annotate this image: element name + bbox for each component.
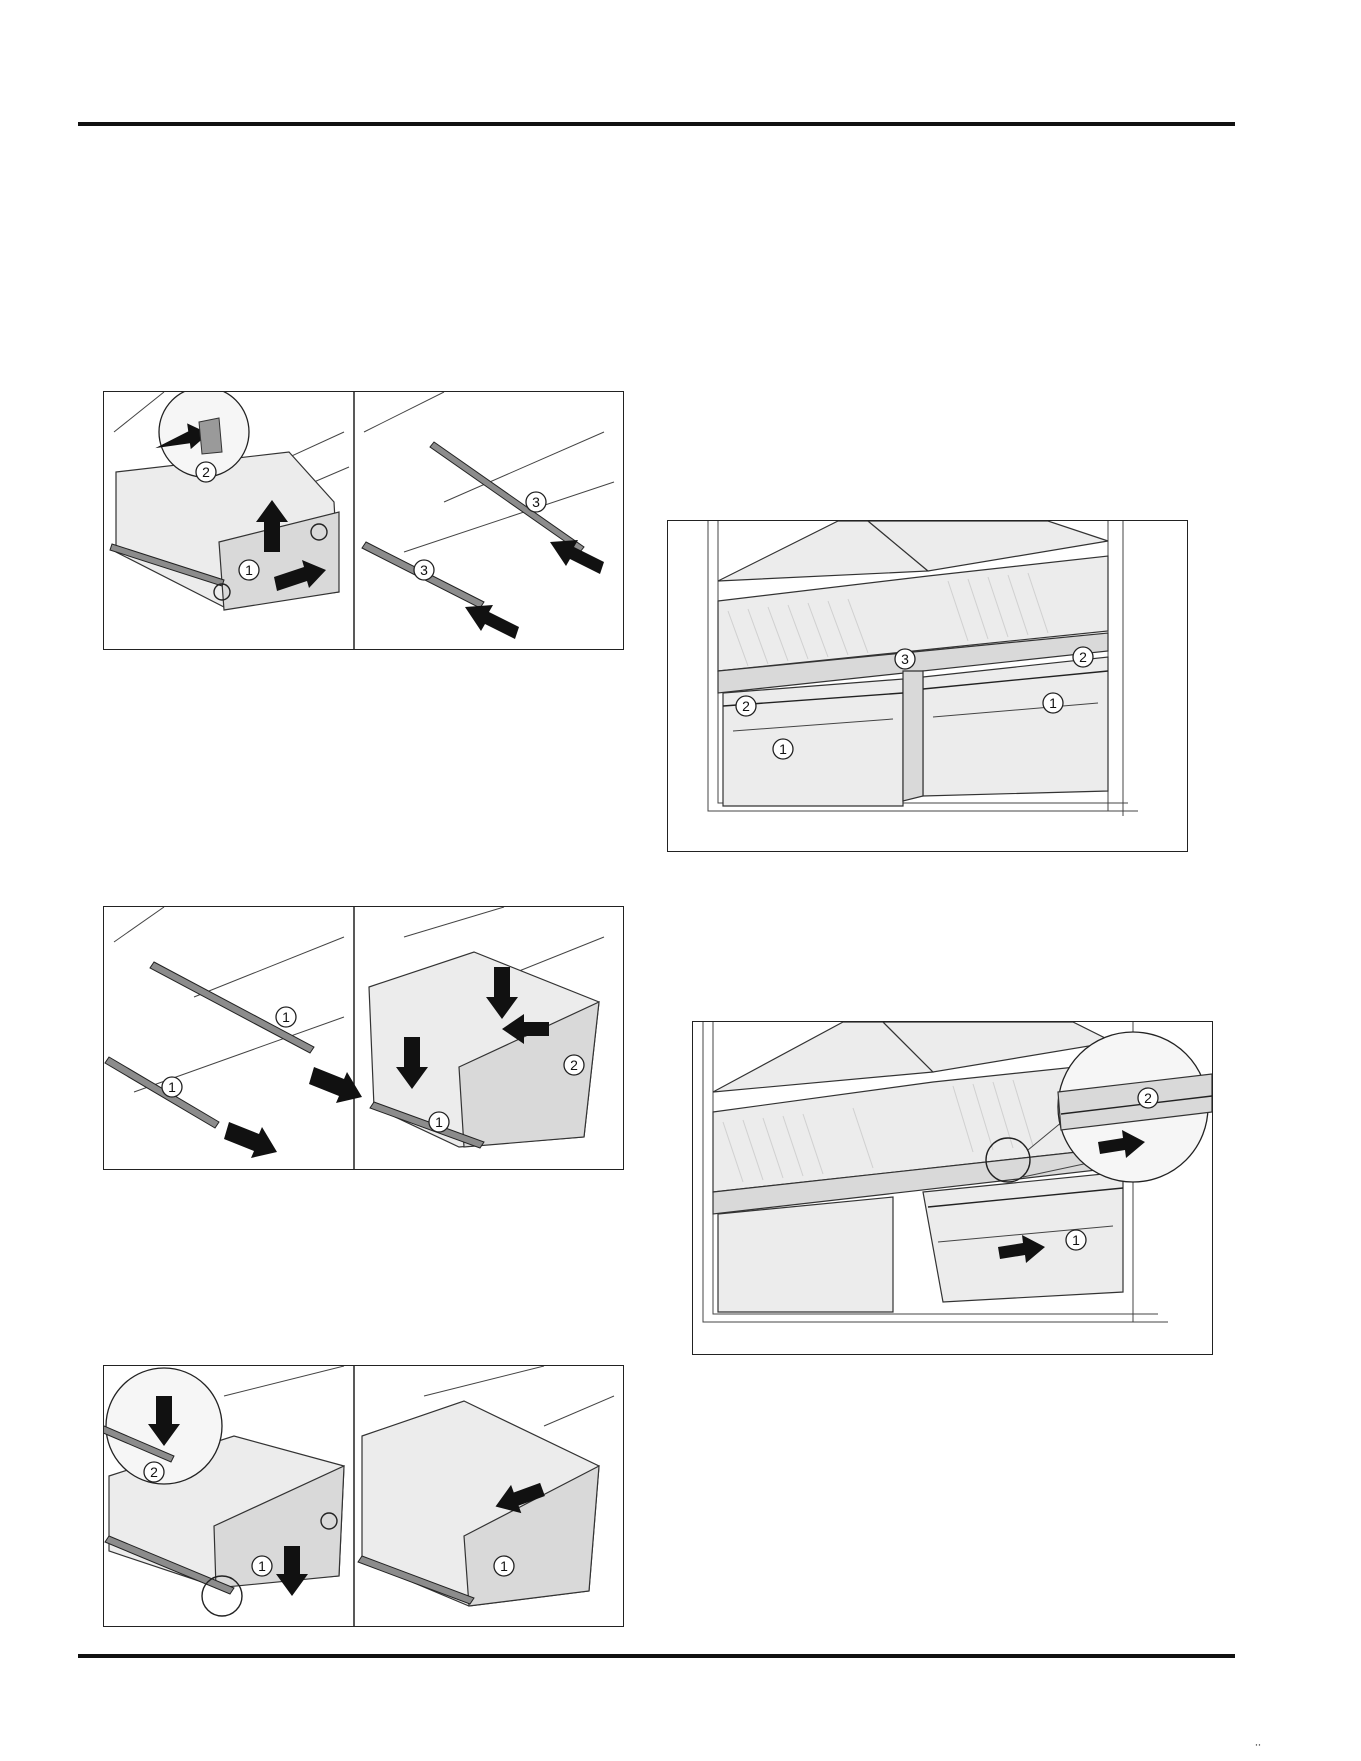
callout-2: 2: [144, 1462, 164, 1482]
crisper-overview-figure: 3 2 2 1 1: [667, 520, 1188, 852]
svg-text:1: 1: [1072, 1232, 1080, 1248]
crisper-overview-illustration: 3 2 2 1 1: [668, 521, 1187, 851]
callout-3a: 3: [526, 492, 546, 512]
drawer-install-illustration: 1 1 2 1: [104, 907, 623, 1169]
callout-1b: 1: [162, 1077, 182, 1097]
drawer-lock-figure: 2 1 1: [103, 1365, 624, 1627]
callout-3b: 3: [414, 560, 434, 580]
header-rule: [78, 122, 1235, 126]
callout-1b: 1: [494, 1556, 514, 1576]
svg-text:1: 1: [258, 1558, 266, 1574]
svg-text:1: 1: [1049, 695, 1057, 711]
drawer-removal-figure: 1 2 3 3: [103, 391, 624, 650]
crisper-cover-figure: 2 1: [692, 1021, 1213, 1355]
callout-1c: 1: [429, 1112, 449, 1132]
drawer-lock-illustration: 2 1 1: [104, 1366, 623, 1626]
svg-text:1: 1: [435, 1114, 443, 1130]
page-footer-mark: ⸱⸱: [1255, 1738, 1261, 1753]
footer-rule: [78, 1654, 1235, 1658]
callout-1a: 1: [276, 1007, 296, 1027]
callout-3: 3: [895, 649, 915, 669]
svg-text:1: 1: [168, 1079, 176, 1095]
svg-text:3: 3: [532, 494, 540, 510]
drawer-removal-illustration: 1 2 3 3: [104, 392, 623, 649]
svg-text:2: 2: [1144, 1090, 1152, 1106]
svg-text:2: 2: [150, 1464, 158, 1480]
svg-text:2: 2: [1079, 649, 1087, 665]
callout-2-right: 2: [1073, 647, 1093, 667]
svg-text:3: 3: [420, 562, 428, 578]
callout-1: 1: [239, 560, 259, 580]
svg-text:2: 2: [570, 1057, 578, 1073]
callout-2: 2: [196, 462, 216, 482]
svg-text:2: 2: [202, 464, 210, 480]
callout-2: 2: [1138, 1088, 1158, 1108]
callout-1-right: 1: [1043, 693, 1063, 713]
crisper-cover-illustration: 2 1: [693, 1022, 1212, 1354]
svg-text:2: 2: [742, 698, 750, 714]
svg-text:1: 1: [282, 1009, 290, 1025]
callout-1a: 1: [252, 1556, 272, 1576]
svg-text:3: 3: [901, 651, 909, 667]
svg-text:1: 1: [245, 562, 253, 578]
svg-text:1: 1: [779, 741, 787, 757]
callout-2-left: 2: [736, 696, 756, 716]
callout-2: 2: [564, 1055, 584, 1075]
svg-text:1: 1: [500, 1558, 508, 1574]
callout-1-left: 1: [773, 739, 793, 759]
callout-1: 1: [1066, 1230, 1086, 1250]
drawer-install-figure: 1 1 2 1: [103, 906, 624, 1170]
